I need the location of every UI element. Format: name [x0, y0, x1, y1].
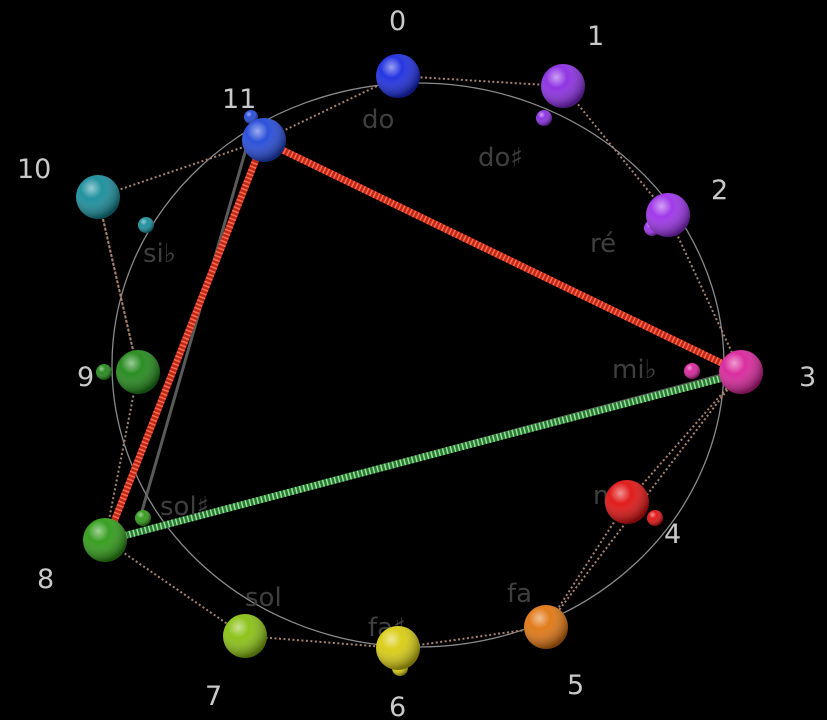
chromatic-polygon	[96, 75, 743, 650]
sphere-6-shine	[376, 626, 420, 670]
note-name-2: ré	[590, 229, 616, 259]
number-8: 8	[37, 564, 54, 595]
note-name-3: mi♭	[612, 355, 657, 385]
note-name-0: do	[362, 105, 394, 135]
sphere-9-shine	[116, 350, 160, 394]
number-11: 11	[222, 84, 256, 115]
red-chord-11-8-coil	[106, 142, 266, 534]
note-name-1: do♯	[478, 143, 523, 173]
sphere-3-shine	[719, 350, 763, 394]
number-0: 0	[389, 6, 406, 37]
number-2: 2	[711, 175, 728, 206]
pitch-spheres	[76, 54, 763, 670]
number-5: 5	[567, 670, 584, 701]
gray-chord-11-8b	[138, 134, 252, 519]
sphere-0-shine	[376, 54, 420, 98]
gray-chords	[104, 134, 741, 542]
sphere-7-shine	[223, 614, 267, 658]
satellite-10-shine	[138, 217, 154, 233]
note-name-5: fa	[507, 579, 532, 609]
satellite-9-shine	[96, 364, 112, 380]
edge-10-9	[97, 196, 139, 373]
sphere-1-shine	[541, 64, 585, 108]
note-name-10: si♭	[143, 239, 176, 269]
number-6: 6	[389, 692, 406, 720]
red-chords	[106, 138, 742, 534]
note-name-7: sol	[245, 583, 282, 613]
number-4: 4	[664, 519, 681, 550]
number-10: 10	[17, 154, 51, 185]
green-chord-3-8-coil	[107, 370, 739, 544]
pitch-numbers: 0 1 2 3 4 5 6 7 8 9 10 11	[17, 6, 816, 720]
sphere-5-shine	[524, 605, 568, 649]
green-chords	[107, 370, 739, 544]
red-chord-11-3	[264, 138, 742, 376]
sphere-4-shine	[605, 480, 649, 524]
number-9: 9	[77, 362, 94, 393]
sphere-2-shine	[646, 193, 690, 237]
sphere-10-shine	[76, 175, 120, 219]
satellite-spheres	[96, 110, 700, 676]
sphere-8-shine	[83, 518, 127, 562]
sphere-11-shine	[242, 118, 286, 162]
satellite-8-shine	[135, 510, 151, 526]
note-name-8: sol♯	[160, 492, 209, 522]
satellite-3-shine	[684, 363, 700, 379]
number-7: 7	[205, 681, 222, 712]
satellite-1-shine	[536, 110, 552, 126]
number-3: 3	[799, 362, 816, 393]
number-1: 1	[587, 21, 604, 52]
note-names: do do♯ ré mi♭ mi fa fa♯ sol sol♯ si♭	[143, 105, 657, 643]
satellite-4-shine	[647, 510, 663, 526]
